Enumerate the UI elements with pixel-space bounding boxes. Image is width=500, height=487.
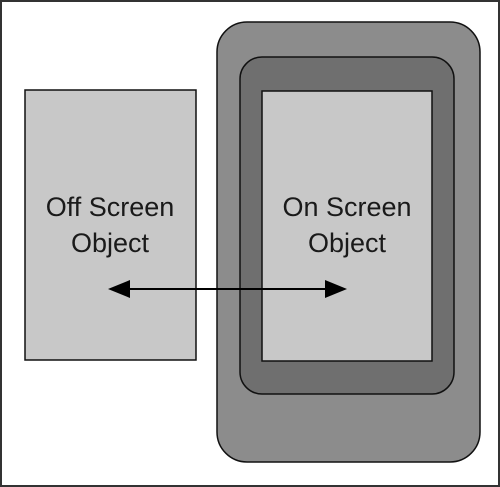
off-screen-label-line1: Off Screen (46, 192, 175, 222)
double-arrow (108, 280, 347, 298)
on-screen-label-line2: Object (308, 228, 387, 258)
device-screen (261, 90, 433, 362)
arrow-head-left-icon (108, 280, 130, 298)
on-screen-label-line1: On Screen (282, 192, 411, 222)
device: On Screen Object (216, 21, 481, 463)
off-screen-label-line2: Object (71, 228, 150, 258)
off-screen-object: Off Screen Object (24, 89, 197, 361)
off-screen-object-box (24, 89, 197, 361)
arrow-head-right-icon (325, 280, 347, 298)
